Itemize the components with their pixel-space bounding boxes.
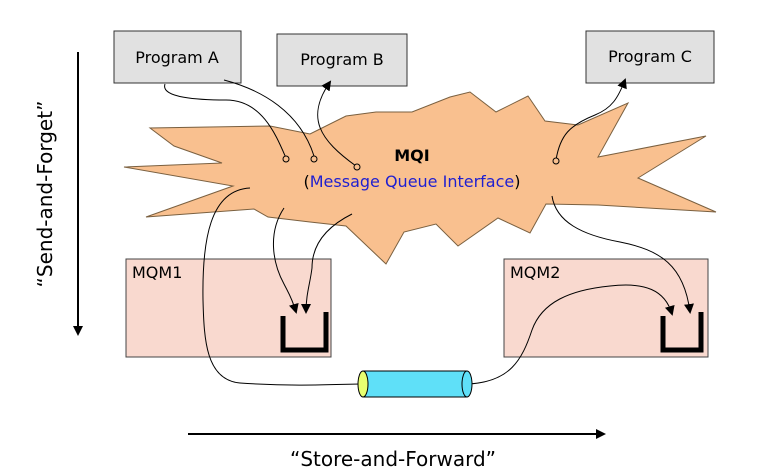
mqi-to-mqm1-queue-arrow-1 bbox=[273, 207, 299, 314]
program-c-box bbox=[585, 30, 715, 84]
mqi-connection-point-3 bbox=[353, 163, 361, 171]
mqi-to-mqm2-queue-arrow bbox=[551, 195, 694, 314]
program-a-to-mqi-line-2 bbox=[223, 79, 315, 157]
mqi-to-mqm1-queue-arrow-2 bbox=[301, 213, 353, 314]
program-b-box bbox=[276, 33, 408, 87]
mqi-title: MQI bbox=[394, 146, 429, 165]
program-a-box bbox=[113, 30, 242, 84]
program-b-label: Program B bbox=[300, 50, 384, 69]
mqm1-label: MQM1 bbox=[132, 263, 182, 282]
mqi-link-text: Message Queue Interface bbox=[310, 172, 515, 191]
mqi-to-program-c-arrow bbox=[555, 78, 627, 161]
mqi-to-program-b-arrow bbox=[317, 80, 357, 167]
mqm2-queue-icon bbox=[660, 312, 704, 353]
mqm2-label: MQM2 bbox=[510, 263, 560, 282]
mqi-connection-point-4 bbox=[552, 157, 560, 165]
program-a-label: Program A bbox=[135, 48, 219, 67]
mqm1-queue-icon bbox=[280, 312, 329, 353]
mqi-open-paren: ( bbox=[304, 172, 310, 191]
mqi-connection-point-1 bbox=[282, 155, 290, 163]
program-a-to-mqi-line-1 bbox=[164, 83, 287, 159]
mqi-subtitle: (Message Queue Interface) bbox=[304, 172, 521, 191]
send-and-forget-label: “Send-and-Forget” bbox=[33, 101, 57, 288]
mqi-to-channel-line bbox=[202, 187, 363, 386]
mqi-connection-point-2 bbox=[310, 155, 318, 163]
channel-cylinder-icon bbox=[357, 370, 473, 398]
mqi-close-paren: ) bbox=[514, 172, 520, 191]
channel-to-mqm2-queue-arrow bbox=[467, 284, 675, 385]
mqi-burst-shape bbox=[123, 91, 717, 265]
store-and-forward-label: “Store-and-Forward” bbox=[290, 447, 496, 471]
program-c-label: Program C bbox=[608, 47, 692, 66]
